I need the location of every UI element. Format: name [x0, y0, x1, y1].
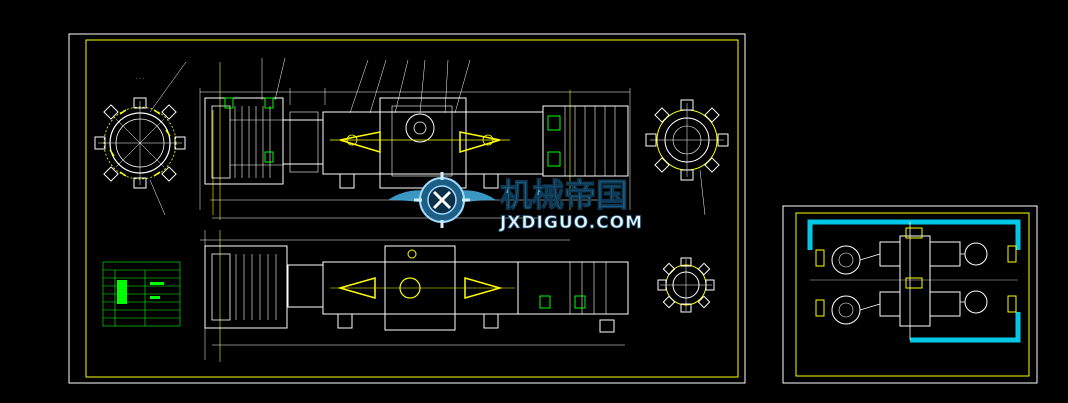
top-main-view [199, 57, 631, 220]
bottom-main-view [200, 230, 629, 362]
left-end-view: · · · [94, 61, 187, 216]
svg-text:· · ·: · · · [136, 76, 144, 82]
watermark: 机械帝国 JXDIGUO.COM [388, 172, 643, 233]
right-end-view [645, 99, 729, 216]
jx-gear-wings-logo [388, 172, 496, 228]
watermark-latin: JXDIGUO.COM [499, 213, 643, 233]
layout-drawing [807, 219, 1021, 343]
watermark-chinese: 机械帝国 [500, 176, 628, 214]
small-end-view [657, 257, 715, 313]
parts-table [102, 261, 181, 327]
layout-sheet-frame [782, 205, 1038, 384]
main-sheet-frame [68, 33, 746, 384]
